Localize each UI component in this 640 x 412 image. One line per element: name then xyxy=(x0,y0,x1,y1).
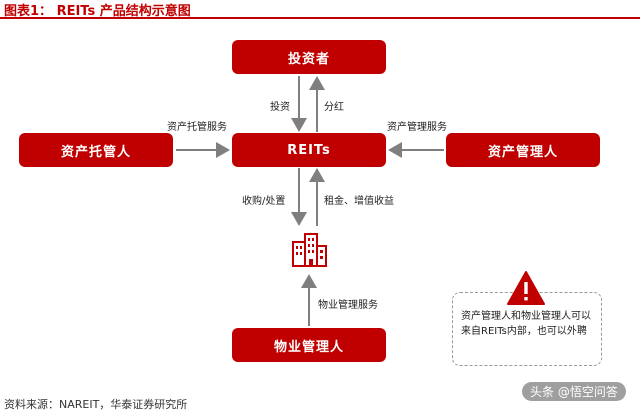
node-asset-manager: 资产管理人 xyxy=(446,133,600,167)
label-asset-mgmt-service: 资产管理服务 xyxy=(387,122,447,133)
figure-title: 图表1： REITs 产品结构示意图 xyxy=(4,4,191,19)
label-invest: 投资 xyxy=(270,102,290,113)
building-icon xyxy=(292,233,327,267)
label-acquire-dispose: 收购/处置 xyxy=(242,196,286,207)
node-reits: REITs xyxy=(232,133,386,167)
warning-icon xyxy=(507,271,545,305)
label-dividend: 分红 xyxy=(324,102,344,113)
source-note: 资料来源：NAREIT，华泰证券研究所 xyxy=(4,398,188,411)
watermark: 头条 @悟空问答 xyxy=(522,382,626,401)
node-property-manager: 物业管理人 xyxy=(232,328,386,362)
label-property-mgmt-service: 物业管理服务 xyxy=(318,300,378,311)
note-text: 资产管理人和物业管理人可以来自REITs内部，也可以外聘 xyxy=(461,311,591,337)
node-custodian: 资产托管人 xyxy=(19,133,173,167)
label-custody-service: 资产托管服务 xyxy=(167,122,227,133)
node-investor: 投资者 xyxy=(232,40,386,74)
title-divider xyxy=(0,17,640,19)
label-rent-income: 租金、增值收益 xyxy=(324,196,394,207)
